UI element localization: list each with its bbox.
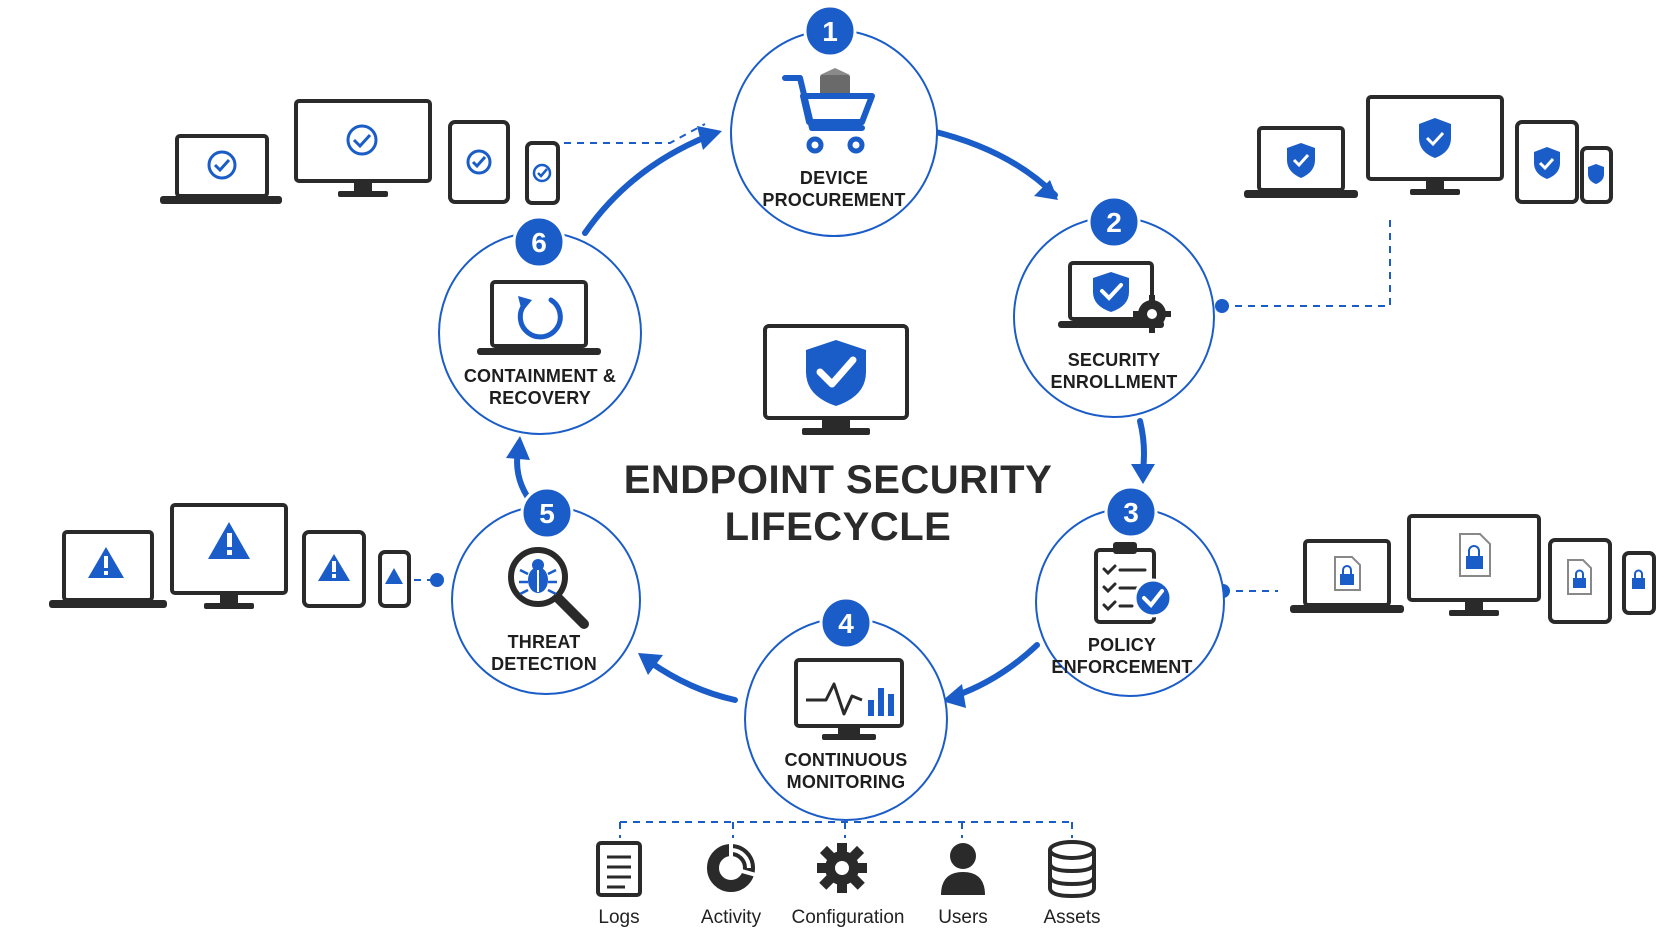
center-monitor-shield — [763, 324, 909, 435]
stage-5-threat-detection: THREAT DETECTION 5 — [451, 486, 641, 695]
stage-1-number: 1 — [822, 16, 838, 47]
shield-check-icon — [1588, 164, 1604, 184]
locked-document-icon — [1334, 556, 1361, 591]
arrow-6-to-1 — [582, 133, 711, 236]
source-assets: Assets — [1043, 840, 1101, 928]
stage-5-badge — [520, 486, 574, 540]
gear-icon — [817, 843, 867, 893]
stage-4-title-line-2: MONITORING — [787, 772, 906, 792]
monitor-pulse-chart-icon — [794, 658, 904, 740]
device-group-protected — [1244, 95, 1613, 204]
stage-1-title-line-1: DEVICE — [800, 168, 868, 188]
stage-5-title-line-2: DETECTION — [491, 654, 597, 674]
stage-6-badge — [512, 215, 566, 269]
stage-1-title-line-2: PROCUREMENT — [762, 190, 905, 210]
device-group-verified — [160, 99, 560, 205]
shield-check-icon — [806, 340, 866, 406]
source-logs: Logs — [596, 841, 642, 928]
shield-check-icon — [1419, 118, 1451, 158]
source-activity: Activity — [701, 842, 762, 928]
stage-4-badge — [819, 596, 873, 650]
laptop-refresh-icon — [477, 280, 601, 355]
stage-3-title-line-2: ENFORCEMENT — [1051, 657, 1192, 677]
stage-2-security-enrollment: SECURITY ENROLLMENT 2 — [1013, 195, 1215, 418]
diagram-title-line-2: LIFECYCLE — [725, 505, 952, 549]
stage-2-number: 2 — [1106, 207, 1122, 238]
stage-3-number: 3 — [1123, 497, 1139, 528]
desktop-monitor — [294, 99, 432, 197]
stage-5-title-line-1: THREAT — [508, 632, 581, 652]
check-icon — [532, 163, 552, 183]
warning-icon — [88, 547, 124, 578]
check-icon — [207, 150, 237, 180]
stage-6-title-line-1: CONTAINMENT & — [464, 366, 616, 386]
arrow-4-to-5 — [647, 659, 738, 703]
magnifier-bug-icon — [508, 547, 589, 629]
stage-4-continuous-monitoring: CONTINUOUS MONITORING 4 — [744, 596, 948, 821]
source-users-label: Users — [938, 907, 988, 928]
stage-3-title-line-1: POLICY — [1088, 635, 1156, 655]
stage-3-policy-enforcement: POLICY ENFORCEMENT 3 — [1035, 485, 1225, 697]
check-icon — [346, 124, 378, 156]
locked-document-icon — [1632, 569, 1645, 589]
device-group-threats — [49, 503, 411, 609]
source-activity-label: Activity — [701, 907, 762, 928]
user-icon — [941, 843, 985, 895]
monitoring-sources: Logs Activity — [596, 840, 1101, 928]
locked-document-icon — [1459, 533, 1491, 577]
source-users: Users — [938, 843, 988, 928]
device-group-policy-locked — [1290, 514, 1656, 624]
stage-1-device-procurement: DEVICE PROCUREMENT 1 — [730, 4, 938, 237]
stage-6-number: 6 — [531, 227, 547, 258]
arrow-3-to-4 — [952, 642, 1040, 699]
activity-donut-icon — [707, 842, 757, 892]
source-configuration-label: Configuration — [791, 907, 904, 928]
shield-check-icon — [1287, 143, 1315, 178]
stage-2-title-line-2: ENROLLMENT — [1051, 372, 1178, 392]
stage-6-containment-recovery: CONTAINMENT & RECOVERY 6 — [438, 215, 642, 435]
cycle-arrows — [506, 126, 1155, 708]
source-logs-label: Logs — [598, 907, 639, 928]
diagram-title-line-1: ENDPOINT SECURITY — [624, 458, 1053, 502]
stage-4-title-line-1: CONTINUOUS — [785, 750, 908, 770]
database-icon — [1048, 840, 1096, 899]
warning-icon — [318, 554, 350, 581]
laptop-shield-gear-icon — [1058, 261, 1171, 333]
shopping-cart-icon — [782, 68, 875, 154]
warning-icon — [385, 568, 403, 584]
arrow-1-to-2 — [929, 128, 1058, 198]
warning-icon — [208, 522, 250, 559]
shield-check-icon — [1534, 147, 1560, 179]
stage-4-number: 4 — [838, 608, 854, 639]
stage-1-badge — [803, 4, 857, 58]
source-assets-label: Assets — [1043, 907, 1100, 928]
log-document-icon — [596, 841, 642, 897]
stage-2-badge — [1087, 195, 1141, 249]
source-configuration: Configuration — [791, 843, 905, 928]
arrow-2-to-3 — [1137, 418, 1147, 473]
clipboard-check-icon — [1094, 542, 1173, 624]
stage-3-badge — [1104, 485, 1158, 539]
stage-5-number: 5 — [539, 498, 555, 529]
check-icon — [466, 149, 492, 175]
locked-document-icon — [1567, 559, 1592, 595]
stage-6-title-line-2: RECOVERY — [489, 388, 591, 408]
stage-2-title-line-1: SECURITY — [1068, 350, 1161, 370]
